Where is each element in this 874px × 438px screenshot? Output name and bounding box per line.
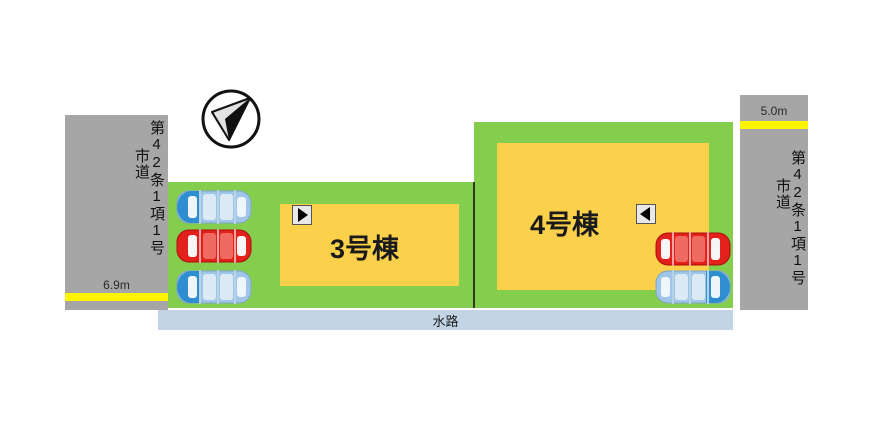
waterway-channel <box>158 310 733 330</box>
entrance-arrow-left-icon <box>636 204 656 224</box>
road-right-label-group: 第42条1項1号 市道 <box>745 150 806 305</box>
road-left-article-label: 第42条1項1号 <box>148 120 165 256</box>
road-left <box>65 115 168 310</box>
building-3-label: 3号棟 <box>330 234 400 264</box>
road-left-name-label: 市道 <box>133 148 150 180</box>
north-arrow-icon <box>200 88 262 150</box>
building-4-label: 4号棟 <box>530 210 600 240</box>
car-lot3-middle <box>176 227 252 265</box>
road-left-label-group: 第42条1項1号 市道 <box>72 120 165 275</box>
car-lot4-top <box>655 230 731 268</box>
road-right-name-label: 市道 <box>774 178 791 210</box>
car-lot3-top <box>176 188 252 226</box>
lot-boundary-divider <box>473 182 475 308</box>
car-lot3-bottom <box>176 268 252 306</box>
car-lot4-bottom <box>655 268 731 306</box>
arrow-right-glyph <box>298 208 308 222</box>
entrance-arrow-right-icon <box>292 205 312 225</box>
road-left-width-label: 6.9m <box>103 278 130 292</box>
road-right-width-label: 5.0m <box>760 104 788 118</box>
road-right-article-label: 第42条1項1号 <box>789 150 806 286</box>
waterway-label: 水路 <box>432 314 459 329</box>
road-left-center-line <box>65 293 168 301</box>
road-right-center-line <box>740 121 808 129</box>
arrow-left-glyph <box>640 207 650 221</box>
road-right <box>740 95 808 310</box>
